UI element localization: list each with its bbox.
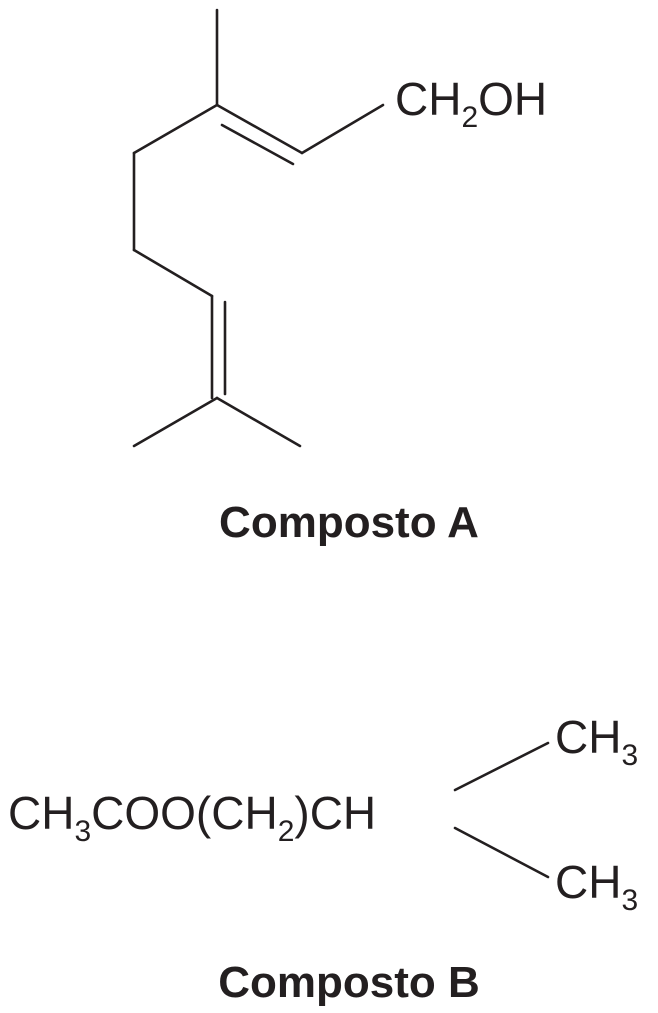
compound-b-chain-label: CH3COO(CH2)CH [8,787,376,848]
ch2oh-label: CH2OH [395,73,547,134]
caption-compound-a: Composto A [219,498,479,547]
compound-b-branch [453,741,550,879]
methyl-top-label: CH3 [555,711,638,772]
caption-compound-b: Composto B [218,958,480,1007]
bond-c3-ch2oh [300,103,385,155]
bond-double-c2c3 [215,103,304,155]
bond-c2-c4 [132,103,219,155]
bond-ch-methyl-bottom [453,826,550,879]
bond-c7-methyl-left [132,396,219,448]
bond-c5-c6 [132,248,214,298]
methyl-bottom-label: CH3 [555,856,638,917]
bond-double-c2c3-inner [220,123,295,166]
bond-ch-methyl-top [453,741,550,792]
bond-c7-methyl-right [215,396,302,448]
compound-a-structure [132,8,385,448]
